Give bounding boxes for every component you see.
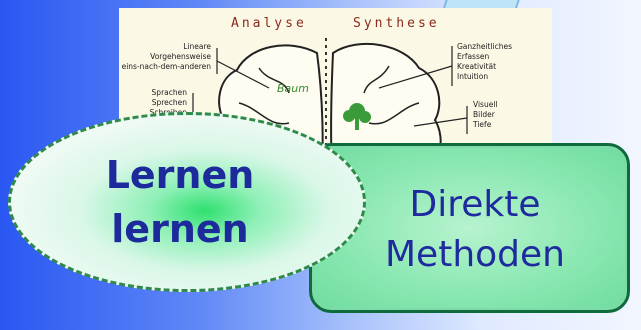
center-word-baum: Baum [277, 82, 309, 95]
label-vorgehensweise: Vorgehensweise [150, 52, 211, 61]
label-bilder: Bilder [473, 110, 495, 119]
label-tiefe: Tiefe [473, 120, 492, 129]
label-sprachen: Sprachen [151, 88, 187, 97]
rect-line2: Methoden [385, 234, 565, 275]
direkte-methoden-text: Direkte Methoden [340, 180, 610, 280]
label-lineare: Lineare [183, 42, 211, 51]
lernen-lernen-ellipse[interactable] [8, 112, 366, 292]
header-analyse: Analyse [231, 16, 307, 31]
lernen-lernen-text: Lernen lernen [60, 148, 300, 256]
label-visuell: Visuell [473, 100, 498, 109]
label-sprechen: Sprechen [151, 98, 187, 107]
ellipse-line1: Lernen [105, 153, 255, 197]
label-ganzheitliches: Ganzheitliches [457, 42, 513, 51]
header-synthese: Synthese [353, 16, 440, 31]
tree-icon [343, 103, 371, 130]
rect-line1: Direkte [409, 184, 541, 225]
label-eins-nach-dem-anderen: eins-nach-dem-anderen [121, 62, 211, 71]
label-intuition: Intuition [457, 72, 489, 81]
label-erfassen: Erfassen [457, 52, 490, 61]
right-labels-group1: Ganzheitliches Erfassen Kreativität Intu… [457, 42, 552, 82]
ellipse-line2: lernen [111, 207, 249, 251]
label-kreativitaet: Kreativität [457, 62, 497, 71]
left-labels-group1: Lineare Vorgehensweise eins-nach-dem-and… [119, 42, 211, 72]
right-labels-group2: Visuell Bilder Tiefe [473, 100, 543, 130]
